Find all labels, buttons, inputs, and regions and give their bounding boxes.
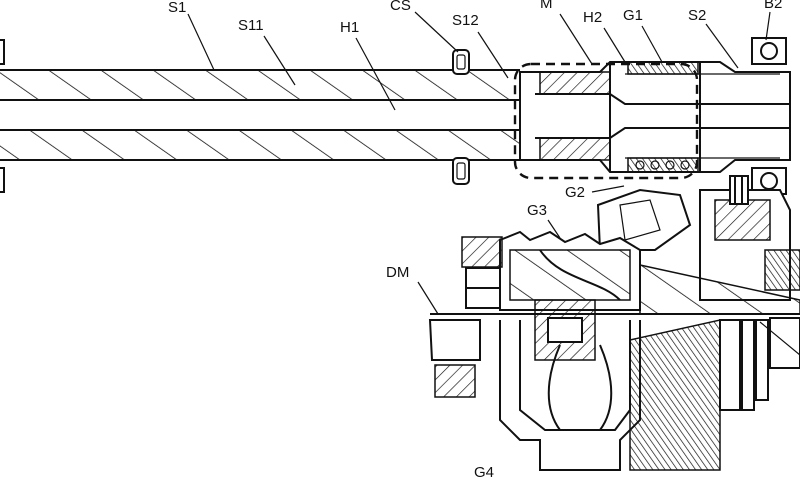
label-g3: G3 xyxy=(527,202,547,219)
label-g2: G2 xyxy=(565,184,585,201)
label-g4: G4 xyxy=(474,464,494,480)
label-h1: H1 xyxy=(340,19,359,36)
label-b2: B2 xyxy=(764,0,782,12)
region-m xyxy=(513,62,699,180)
label-dm: DM xyxy=(386,264,409,281)
label-m: M xyxy=(540,0,553,12)
gear-g2 xyxy=(596,188,692,251)
housing-h2 xyxy=(519,61,791,173)
gear-g3 xyxy=(499,230,641,311)
label-g1: G1 xyxy=(623,7,643,24)
leader-lines xyxy=(187,11,800,356)
seal-cs xyxy=(452,49,470,185)
label-h2: H2 xyxy=(583,9,602,26)
label-s2: S2 xyxy=(688,7,706,24)
label-s12: S12 xyxy=(452,12,479,29)
differential-housing xyxy=(428,299,721,471)
label-s1: S1 xyxy=(168,0,186,16)
bearing-left xyxy=(461,236,503,309)
right-mechanism xyxy=(639,175,800,411)
shaft-s1 xyxy=(0,39,520,193)
label-cs: CS xyxy=(390,0,411,14)
label-s11: S11 xyxy=(238,17,264,34)
